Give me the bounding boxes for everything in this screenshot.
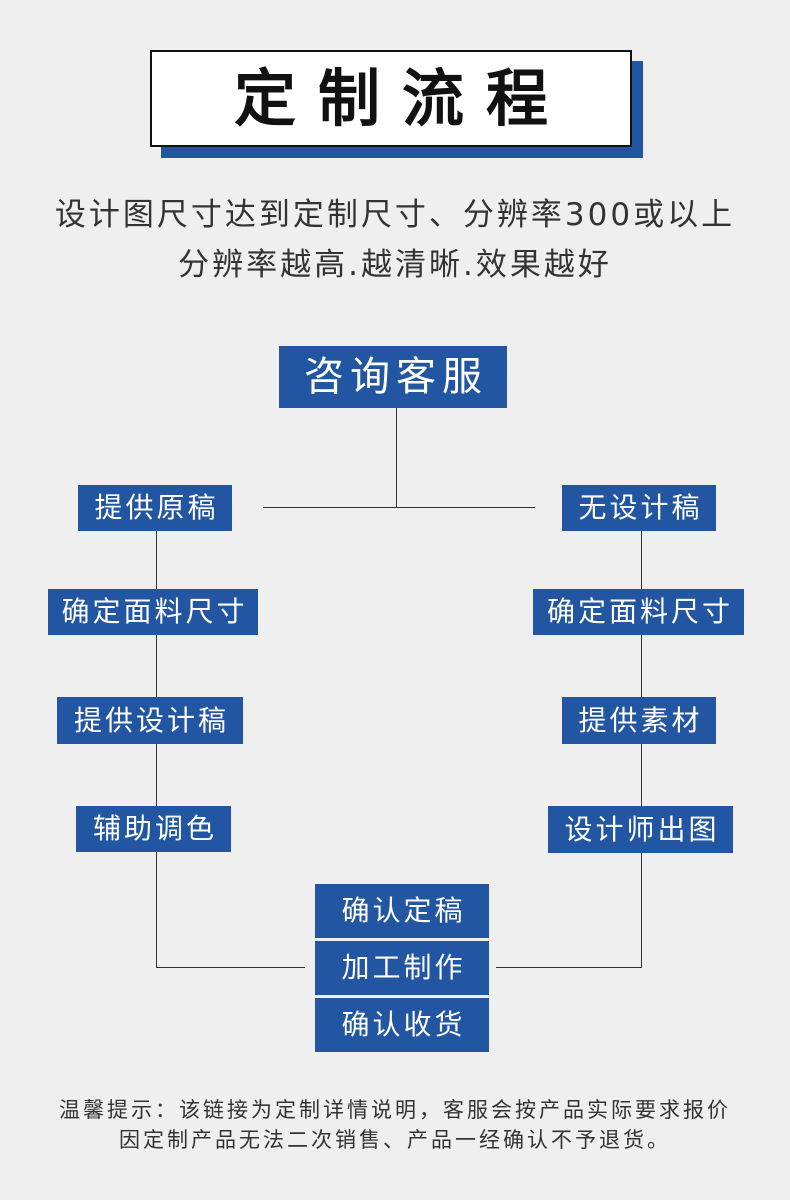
- connector-right-down: [641, 853, 642, 967]
- title-box: 定制流程: [150, 50, 632, 147]
- flow-right-step-2-label: 确定面料尺寸: [546, 595, 733, 628]
- connector-left-merge: [156, 967, 305, 968]
- flow-final-step-1-label: 确认定稿: [341, 894, 466, 927]
- flow-left-step-2: 确定面料尺寸: [48, 589, 258, 635]
- connector-right-2-3: [641, 635, 642, 697]
- flow-left-step-4: 辅助调色: [76, 806, 231, 852]
- notice-line-2: 因定制产品无法二次销售、产品一经确认不予退货。: [119, 1128, 671, 1152]
- flow-right-step-4: 设计师出图: [548, 806, 733, 853]
- connector-right-merge: [496, 967, 642, 968]
- flow-right-step-1: 无设计稿: [562, 485, 716, 531]
- connector-left-3-4: [156, 744, 157, 806]
- subtitle-line-2: 分辨率越高.越清晰.效果越好: [178, 247, 612, 283]
- flow-start-node: 咨询客服: [279, 346, 507, 408]
- connector-right-3-4: [641, 744, 642, 806]
- flow-final-step-1: 确认定稿: [315, 884, 489, 938]
- page-title: 定制流程: [233, 61, 570, 135]
- flow-left-step-3: 提供设计稿: [57, 697, 243, 744]
- flow-right-step-2: 确定面料尺寸: [533, 589, 744, 635]
- flow-final-step-3-label: 确认收货: [341, 1008, 466, 1041]
- flow-right-step-4-label: 设计师出图: [564, 812, 720, 846]
- connector-left-down: [156, 852, 157, 967]
- flow-start-label: 咨询客服: [304, 354, 488, 400]
- subtitle-line-1: 设计图尺寸达到定制尺寸、分辨率300或以上: [54, 197, 736, 233]
- flow-left-step-2-label: 确定面料尺寸: [61, 595, 248, 628]
- flow-right-step-1-label: 无设计稿: [578, 491, 703, 524]
- flow-left-step-3-label: 提供设计稿: [73, 703, 229, 737]
- connector-branch-split: [263, 507, 535, 508]
- flow-left-step-1-label: 提供原稿: [94, 491, 219, 524]
- flow-left-step-1: 提供原稿: [78, 485, 232, 531]
- connector-left-1-2: [156, 531, 157, 589]
- flow-final-step-3: 确认收货: [315, 998, 489, 1052]
- flow-right-step-3-label: 提供素材: [578, 703, 703, 737]
- connector-left-2-3: [156, 635, 157, 697]
- flow-final-step-2-label: 加工制作: [341, 951, 466, 984]
- connector-right-1-2: [641, 531, 642, 589]
- flow-right-step-3: 提供素材: [562, 697, 716, 744]
- flow-left-step-4-label: 辅助调色: [92, 812, 217, 845]
- notice-line-1: 温馨提示：该链接为定制详情说明，客服会按产品实际要求报价: [59, 1098, 731, 1122]
- connector-start-down: [396, 408, 397, 507]
- flow-final-step-2: 加工制作: [315, 941, 489, 995]
